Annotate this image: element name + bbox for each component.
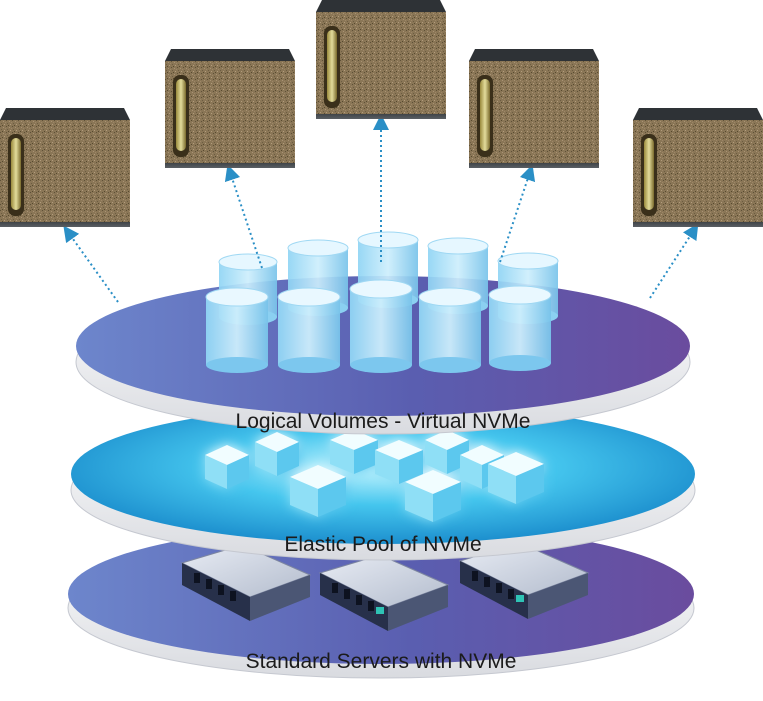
- cylinder-volume-icon: [205, 287, 269, 373]
- layer-label-elastic-pool: Elastic Pool of NVMe: [284, 533, 481, 556]
- layer-label-logical-volumes: Logical Volumes - Virtual NVMe: [236, 410, 531, 433]
- glowing-cube-icon: [488, 452, 544, 504]
- cylinder-volume-icon: [418, 287, 482, 373]
- logical-volumes-layer: Logical Volumes - Virtual NVMe: [75, 231, 691, 435]
- glowing-cube-icon: [375, 440, 423, 484]
- glowing-cube-icon: [205, 445, 249, 489]
- cylinder-volume-icon: [277, 287, 341, 373]
- host-boxes: [0, 0, 763, 227]
- server-box-icon: [316, 0, 446, 119]
- cylinder-volume-icon: [349, 279, 413, 373]
- arrow-to-host-4: [499, 164, 536, 263]
- glowing-cube-icon: [290, 465, 346, 517]
- standard-servers-layer: Standard Servers with NVMe: [67, 524, 695, 679]
- server-box-icon: [165, 49, 295, 168]
- server-box-icon: [0, 108, 130, 227]
- server-appliance-icon: [180, 544, 312, 621]
- glowing-cube-icon: [255, 432, 299, 476]
- arrow-to-host-1: [63, 225, 119, 303]
- glowing-cube-icon: [425, 430, 469, 474]
- server-box-icon: [633, 108, 763, 227]
- server-box-icon: [469, 49, 599, 168]
- elastic-pool-layer: Elastic Pool of NVMe: [70, 404, 696, 561]
- pool-cubes: [205, 430, 544, 522]
- arrow-to-host-5: [649, 223, 699, 299]
- layer-label-standard-servers: Standard Servers with NVMe: [246, 650, 517, 673]
- glowing-cube-icon: [405, 470, 461, 522]
- arrow-to-host-2: [224, 164, 263, 269]
- connector-arrows: [63, 114, 699, 303]
- cylinder-volume-icon: [488, 285, 552, 371]
- server-appliance-icon: [318, 554, 450, 631]
- glowing-cube-icon: [330, 430, 378, 474]
